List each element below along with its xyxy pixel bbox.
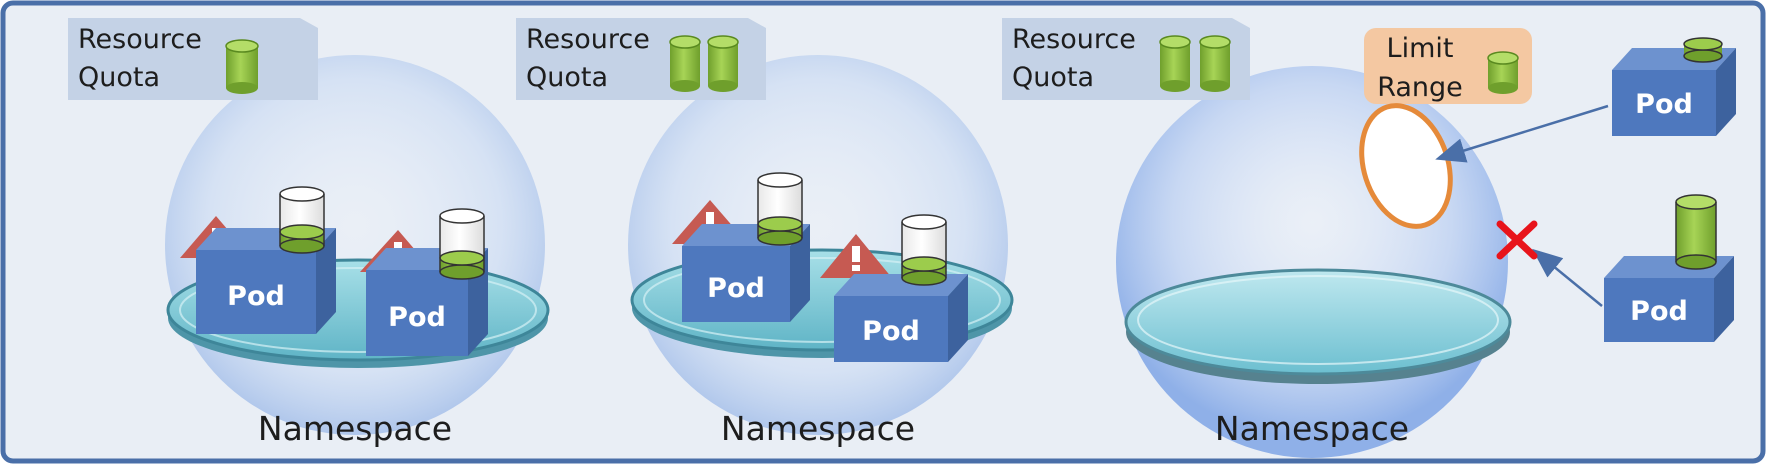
panel-1: Resource Quota Pod (68, 18, 550, 448)
warning-icon (820, 234, 892, 278)
limit-cylinder-icon (1487, 51, 1519, 94)
accept-arrow (1435, 104, 1609, 163)
resource-quota-label-line2: Quota (1012, 62, 1094, 93)
resource-quota-box: Resource Quota (516, 18, 766, 100)
resource-quota-label-line1: Resource (1012, 24, 1136, 55)
quota-cylinder-icon (225, 39, 259, 94)
limit-range-label-line2: Range (1377, 72, 1463, 103)
pod-box: Pod (1612, 48, 1736, 136)
resource-quota-label-line1: Resource (526, 24, 650, 55)
namespace-label: Namespace (721, 409, 915, 448)
container-cylinder-icon (901, 214, 947, 286)
container-cylinder-icon (279, 186, 325, 254)
panel-2: Resource Quota (516, 18, 1014, 448)
limit-range-box: Limit Range (1364, 28, 1532, 104)
pod-label: Pod (862, 316, 920, 347)
resource-quota-box: Resource Quota (1002, 18, 1250, 100)
namespace-label: Namespace (1215, 409, 1409, 448)
quota-cylinder-icon (707, 35, 739, 92)
namespace-dome (1116, 66, 1508, 458)
pod-box: Pod (834, 274, 968, 362)
pod-box: Pod (1604, 256, 1734, 342)
quota-cylinder-icon (1159, 35, 1191, 92)
reject-arrow (1532, 248, 1603, 307)
namespace-label: Namespace (258, 409, 452, 448)
pod-label: Pod (1635, 89, 1693, 120)
resource-quota-box: Resource Quota (68, 18, 318, 100)
pod-label: Pod (707, 273, 765, 304)
container-cylinder-icon (439, 208, 485, 280)
pod-box: Pod (366, 248, 488, 356)
resource-quota-label-line1: Resource (78, 24, 202, 55)
resource-quota-label-line2: Quota (78, 62, 160, 93)
resource-quota-label-line2: Quota (526, 62, 608, 93)
pod-label: Pod (1630, 296, 1688, 327)
pod-label: Pod (388, 302, 446, 333)
limit-range-label-line1: Limit (1387, 33, 1454, 64)
namespace-platform (1124, 268, 1512, 384)
pod-label: Pod (227, 281, 285, 312)
reject-x-icon (1496, 220, 1538, 260)
panel-3: Resource Quota Limit Range (1002, 18, 1736, 458)
container-cylinder-icon (1683, 37, 1723, 63)
container-cylinder-icon (1675, 194, 1717, 270)
quota-cylinder-icon (1199, 35, 1231, 92)
container-cylinder-icon (757, 172, 803, 246)
quota-cylinder-icon (669, 35, 701, 92)
